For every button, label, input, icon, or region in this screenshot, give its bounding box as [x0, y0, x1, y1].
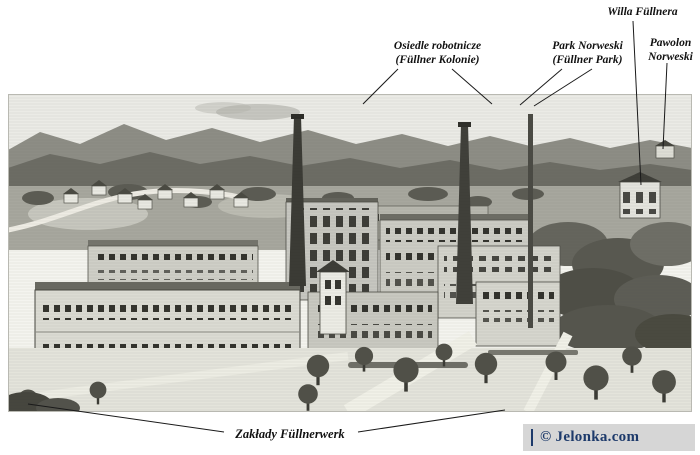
- annotation-willa-label: Willa Füllnera: [607, 6, 678, 18]
- annotation-pawolon-line2: Norweski: [648, 50, 693, 63]
- annotation-osiedle-robotnicze: Osiedle robotnicze (Füllner Kolonie): [360, 40, 515, 67]
- factory-panorama-art: [0, 94, 700, 419]
- annotation-zaklady-fullnerwerk: Zakłady Füllnerwerk: [205, 427, 375, 442]
- annotation-pawolon-norweski: Pawolon Norweski: [643, 37, 698, 64]
- annotation-park-line2: (Füllner Park): [552, 53, 623, 66]
- watermark-bar: [531, 429, 533, 446]
- leader-line-zaklady-right: [357, 409, 506, 433]
- annotation-park-line1: Park Norweski: [552, 40, 623, 52]
- annotation-osiedle-line2: (Füllner Kolonie): [395, 53, 480, 66]
- watermark-text: © Jelonka.com: [540, 429, 640, 445]
- annotation-osiedle-line1: Osiedle robotnicze: [393, 40, 482, 52]
- annotation-park-norweski: Park Norweski (Füllner Park): [540, 40, 635, 67]
- annotation-willa-fullnera: Willa Füllnera: [590, 6, 695, 20]
- annotation-pawolon-line1: Pawolon: [649, 37, 692, 49]
- annotation-zaklady-label: Zakłady Füllnerwerk: [235, 427, 345, 441]
- watermark-jelonka: © Jelonka.com: [523, 424, 695, 451]
- engraving-illustration: [0, 94, 700, 419]
